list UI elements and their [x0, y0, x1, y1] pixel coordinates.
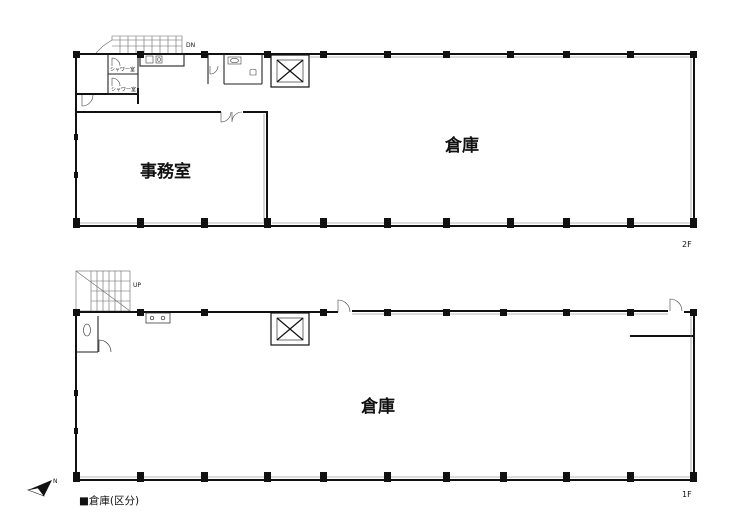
office-label: 事務室 [140, 161, 191, 182]
floor-1f: UP [73, 270, 697, 499]
toilet-1f [76, 316, 112, 353]
columns-1f [73, 309, 697, 482]
plan-caption: ■倉庫(区分) [79, 494, 139, 507]
warehouse-label-2f: 倉庫 [444, 135, 479, 156]
warehouse-label-1f: 倉庫 [360, 396, 395, 417]
floor-2f: DN [73, 35, 697, 249]
floor-label-2f: 2F [682, 240, 692, 249]
stair-dn-label: DN [186, 42, 195, 49]
stair-up-label: UP [133, 282, 141, 289]
shower-room-label-1: シャワー室 [110, 66, 135, 73]
shower-rooms [107, 53, 263, 95]
stair-2f [95, 35, 183, 54]
compass-icon: N [26, 478, 58, 497]
stair-1f [75, 270, 131, 312]
office-wall [76, 88, 268, 226]
compass-north-label: N [53, 478, 58, 485]
lift-shaft-1f [270, 312, 310, 346]
lift-shaft-2f [270, 54, 310, 88]
shower-room-label-2: シャワー室 [111, 86, 136, 93]
outer-wall-2f [75, 53, 696, 228]
columns-2f [73, 51, 697, 228]
floor-label-1f: 1F [682, 490, 692, 499]
